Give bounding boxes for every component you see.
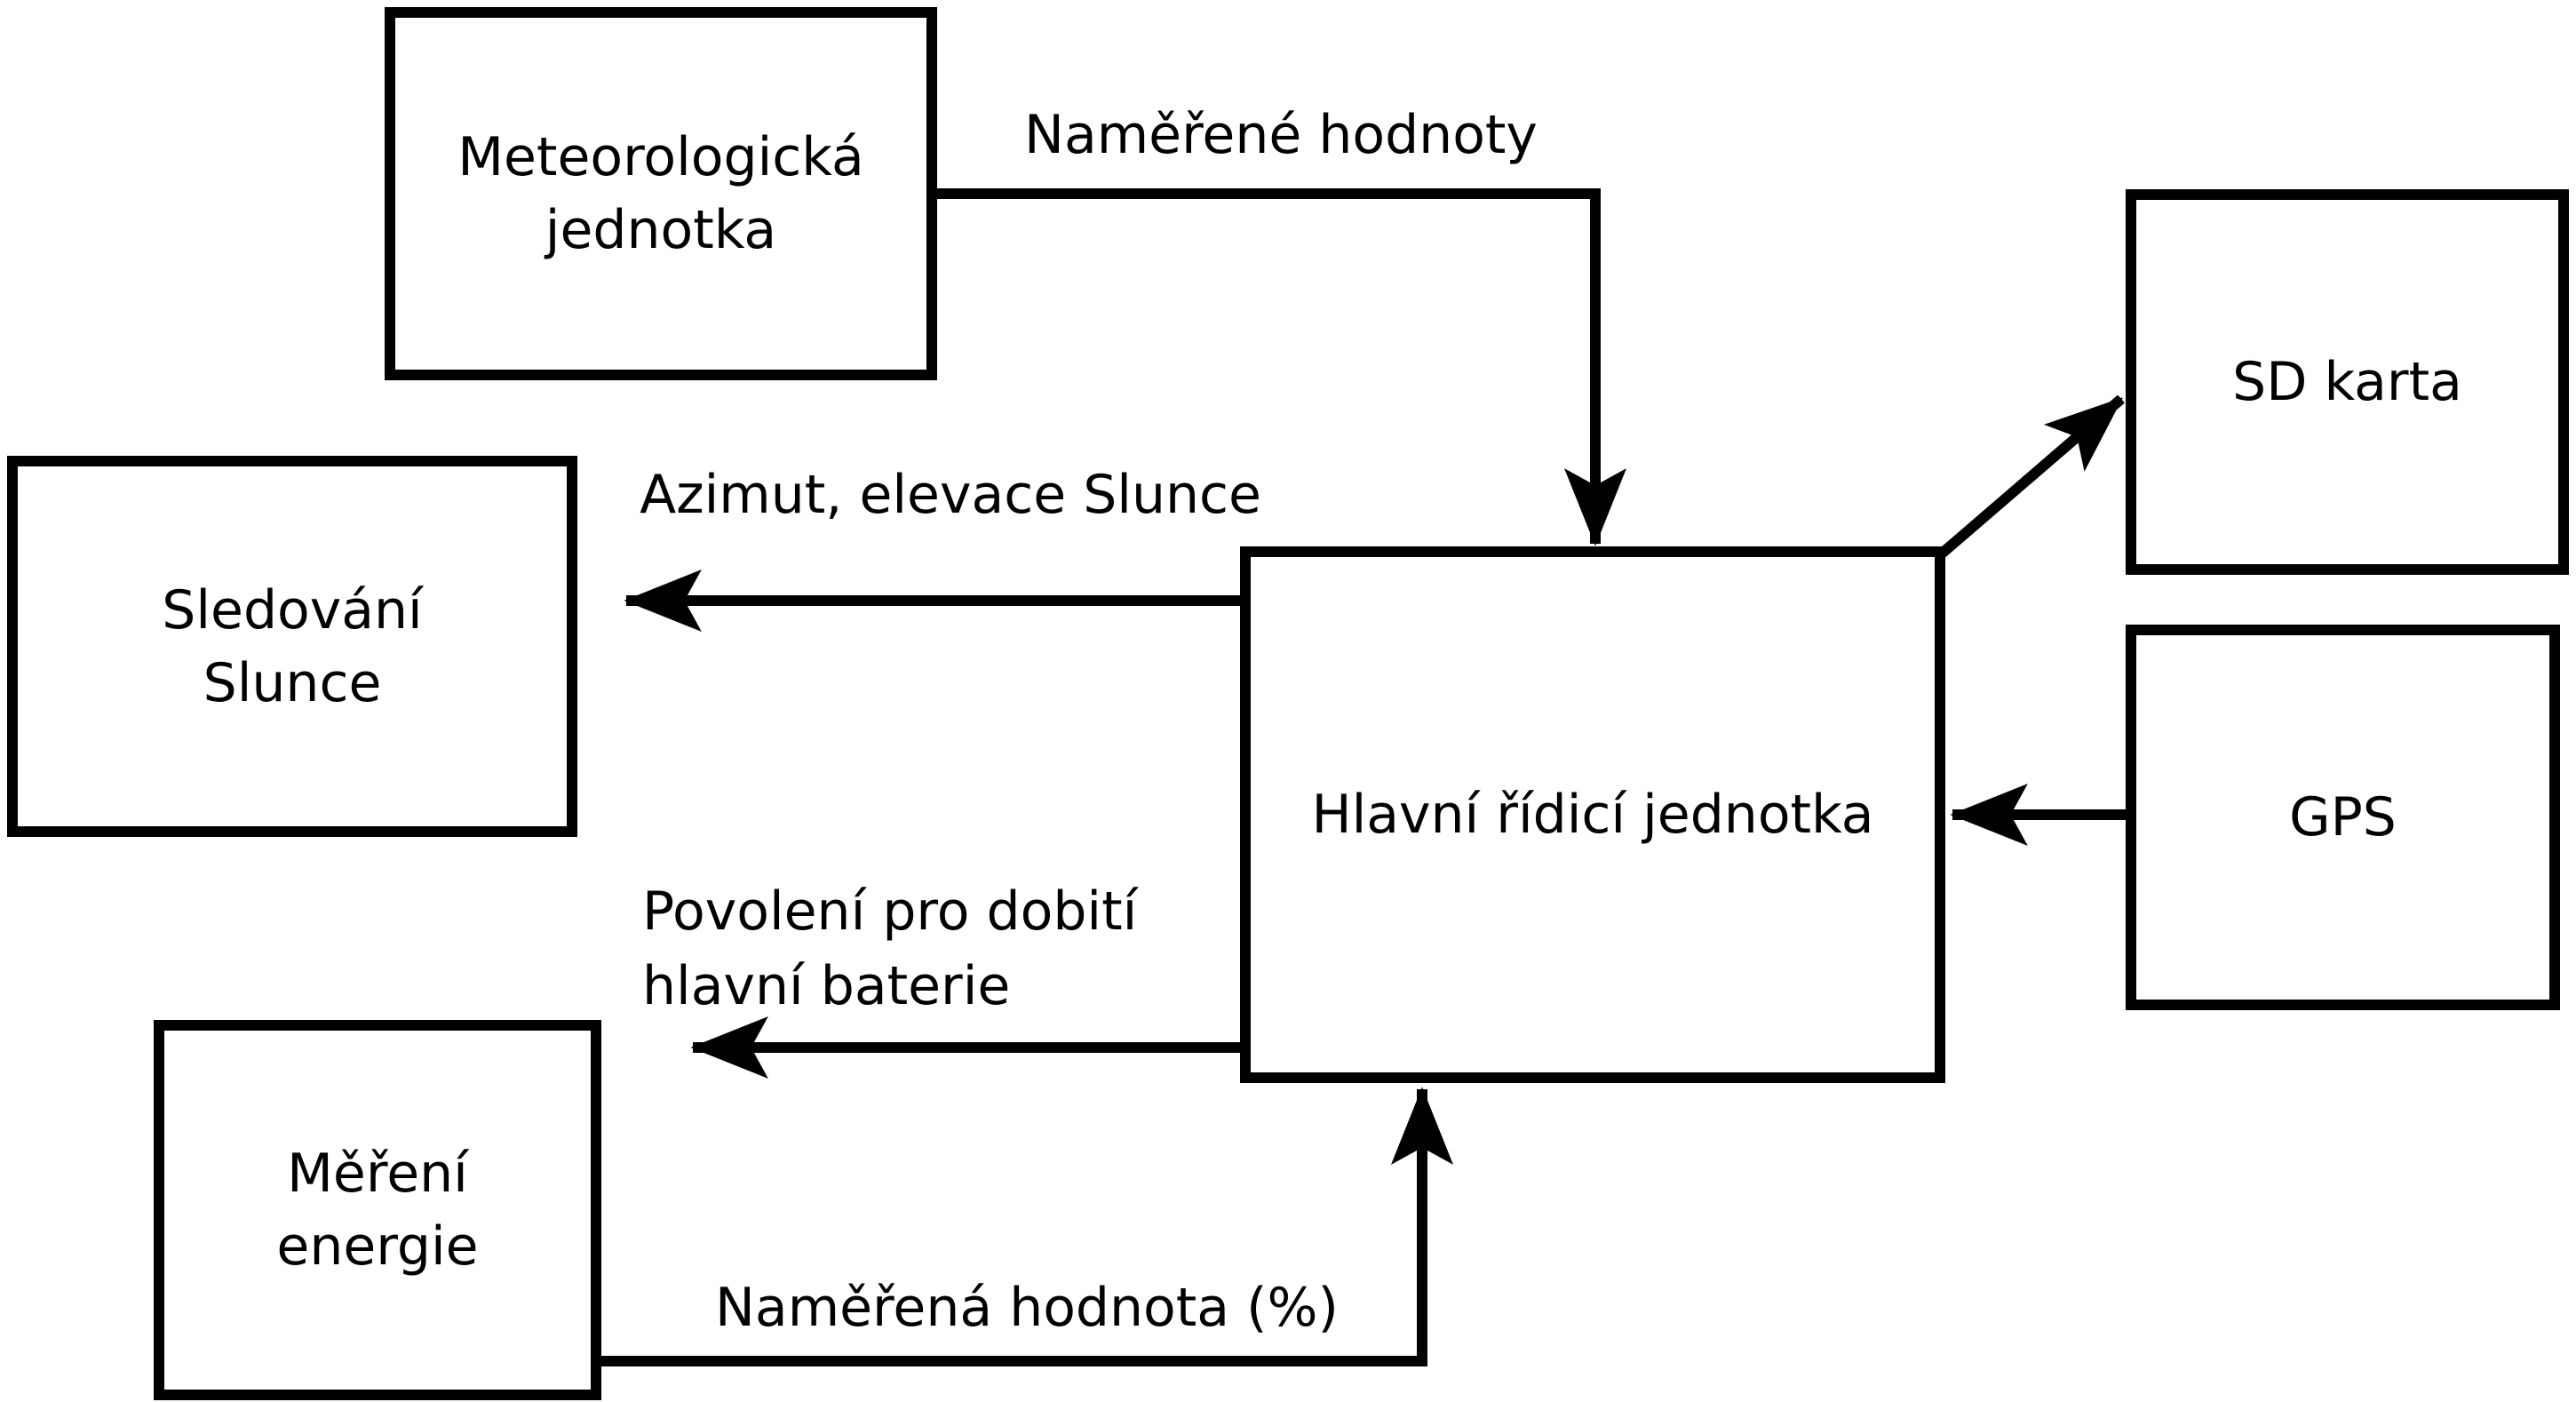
box-hlavni-ridici-jednotka: Hlavní řídicí jednotka xyxy=(1240,546,1945,1083)
box-label: Meteorologická jednotka xyxy=(457,126,864,261)
box-sledovani-slunce: Sledování Slunce xyxy=(7,456,577,837)
box-label: GPS xyxy=(2289,786,2397,848)
arrow-mereni-to-main xyxy=(601,1087,1453,1366)
box-label: Sledování Slunce xyxy=(162,578,423,714)
box-meteorologicka-jednotka: Meteorologická jednotka xyxy=(385,7,937,380)
box-label: SD karta xyxy=(2232,351,2462,413)
edge-label-povoleni-pro-dobiti: Povolení pro dobití hlavní baterie xyxy=(642,880,1138,1017)
edge-label-namerene-hodnoty: Naměřené hodnoty xyxy=(1024,104,1538,166)
box-mereni-energie: Měření energie xyxy=(154,1020,601,1400)
box-label: Hlavní řídicí jednotka xyxy=(1311,784,1874,846)
box-label: Měření energie xyxy=(276,1143,479,1278)
box-sd-karta: SD karta xyxy=(2126,189,2569,575)
arrow-meteo-to-main xyxy=(937,188,1626,546)
edge-label-namerena-hodnota: Naměřená hodnota (%) xyxy=(715,1277,1339,1339)
arrow-main-to-sd xyxy=(1938,394,2125,558)
box-gps: GPS xyxy=(2126,625,2560,1010)
edge-label-azimut-elevace-slunce: Azimut, elevace Slunce xyxy=(640,464,1261,526)
